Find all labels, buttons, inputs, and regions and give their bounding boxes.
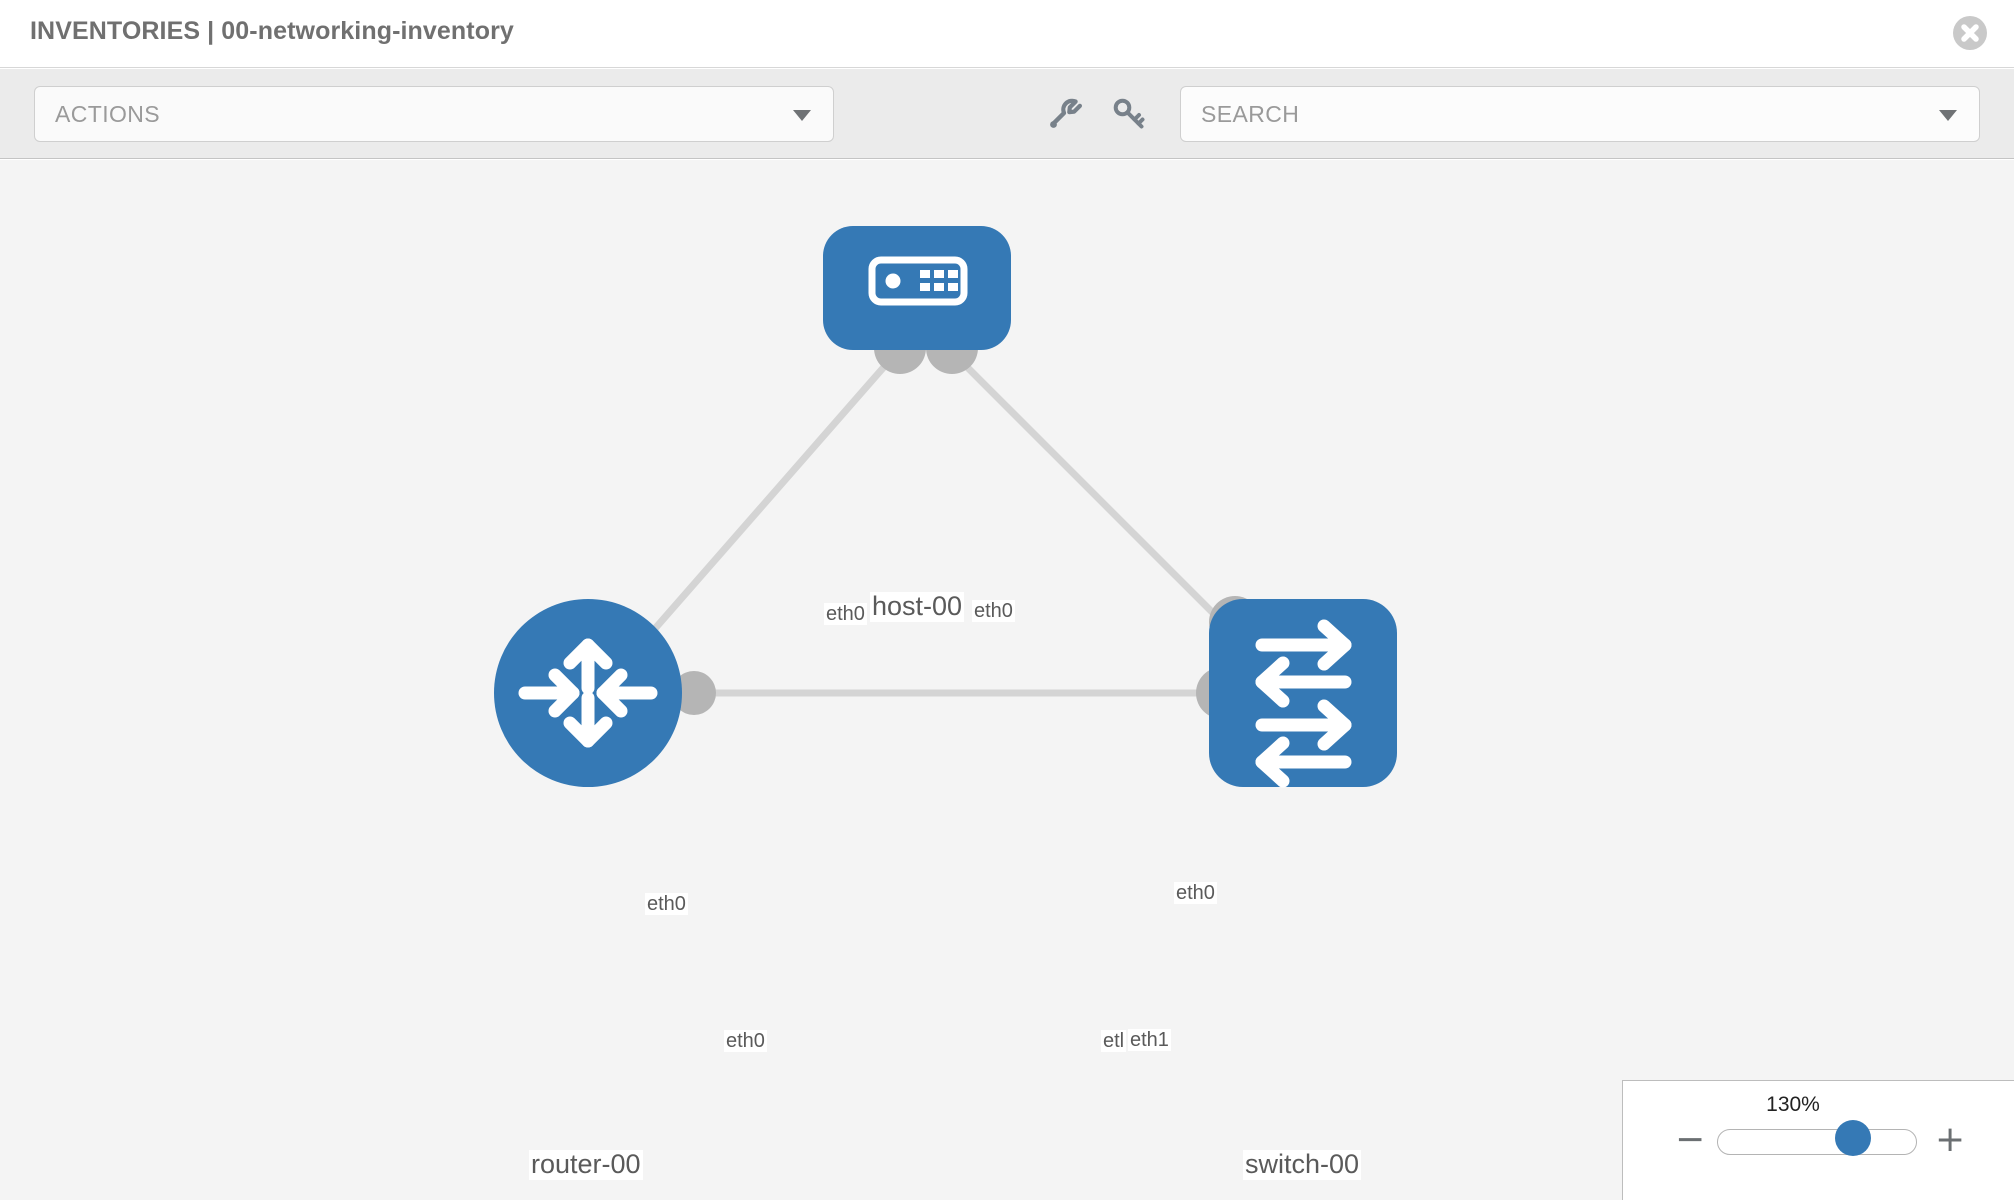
link-host-router[interactable]: [607, 357, 893, 683]
topology-graph: [494, 226, 1397, 788]
node-router-00[interactable]: [494, 599, 682, 787]
wrench-icon[interactable]: [1042, 93, 1084, 135]
minus-icon[interactable]: −: [1675, 1119, 1706, 1160]
search-placeholder: SEARCH: [1201, 101, 1300, 127]
node-switch-00[interactable]: [1209, 599, 1397, 788]
search-input[interactable]: SEARCH: [1180, 86, 1980, 142]
node-label-host-00: host-00: [870, 591, 965, 622]
close-icon[interactable]: [1953, 16, 1987, 50]
switch-icon: [1255, 619, 1352, 788]
node-label-router-00: router-00: [529, 1149, 643, 1180]
zoom-slider-track[interactable]: [1717, 1129, 1917, 1155]
iface-label: eth1: [1128, 1029, 1171, 1051]
actions-dropdown-label: ACTIONS: [55, 101, 161, 127]
server-icon: [868, 256, 968, 306]
node-label-switch-00: switch-00: [1243, 1149, 1362, 1180]
chevron-down-icon: [1939, 110, 1957, 121]
iface-label: eth0: [824, 603, 867, 625]
actions-dropdown[interactable]: ACTIONS: [34, 86, 834, 142]
topology-links: [607, 357, 1283, 697]
iface-label: eth0: [724, 1030, 767, 1052]
zoom-slider-thumb[interactable]: [1835, 1120, 1871, 1156]
iface-label: eth0: [972, 600, 1015, 622]
interface-anchors: [672, 322, 1261, 719]
plus-icon[interactable]: +: [1935, 1119, 1966, 1160]
topology-canvas[interactable]: eth0 eth0 eth0 eth0 eth0 etl eth1 host-0…: [0, 160, 2014, 1200]
zoom-level-value: 130%: [1766, 1093, 1820, 1116]
iface-label: eth0: [645, 893, 688, 915]
iface-label: etl: [1101, 1030, 1127, 1052]
node-host-00[interactable]: [823, 226, 1011, 350]
chevron-down-icon: [793, 110, 811, 121]
toolbar: ACTIONS: [0, 69, 2014, 159]
anchor-router-eth0[interactable]: [672, 671, 716, 715]
key-icon[interactable]: [1108, 93, 1150, 135]
router-icon: [518, 638, 658, 748]
page-title: INVENTORIES | 00-networking-inventory: [30, 17, 514, 45]
iface-label: eth0: [1174, 882, 1217, 904]
page-header: INVENTORIES | 00-networking-inventory: [0, 0, 2014, 68]
zoom-control-panel: 130% − +: [1622, 1080, 2014, 1200]
